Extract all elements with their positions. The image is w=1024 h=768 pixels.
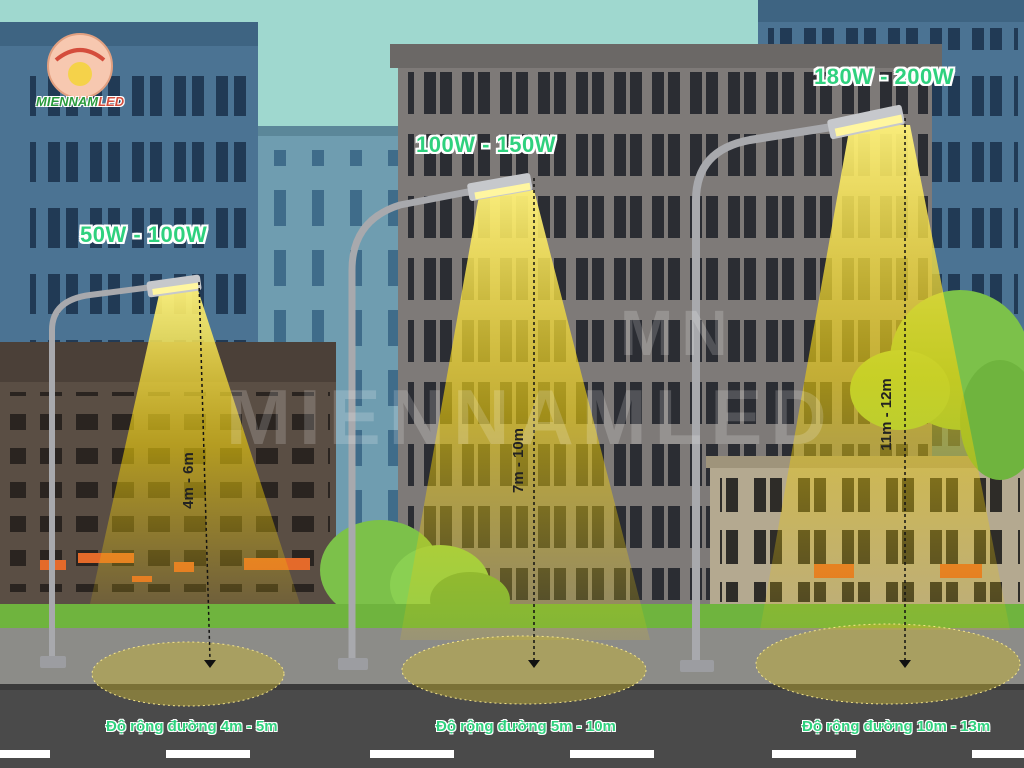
wattage-label-2: 100W - 150W [416,132,556,157]
street-lamp-3 [680,104,905,672]
logo-text-part1: MIENNAM [36,94,99,109]
watermark-monogram: MN [620,297,736,369]
arrowheads [204,660,911,668]
light-pool-2 [401,635,647,705]
light-pool-3 [755,623,1021,705]
curb [0,684,1024,690]
light-beam-1 [90,290,300,604]
height-label-3: 11m - 12m [877,378,895,451]
logo-emblem [47,33,113,99]
wattage-label-3: 180W - 200W [814,64,954,89]
height-label-2: 7m - 10m [510,427,528,494]
light-beam-3 [760,125,1010,630]
road-width-label-3: Độ rộng đường 10m - 13m [802,718,991,735]
wattage-label-1: 50W - 100W [80,222,208,247]
street-lamp-1 [40,274,202,668]
logo-text: MIENNAMLED [36,94,124,109]
height-arrows [198,118,906,661]
watermark-brand: MIENNAMLED [226,373,835,461]
road-width-label-2: Độ rộng đường 5m - 10m [436,718,616,735]
light-beam-2 [400,190,650,640]
street-lamp-2 [338,173,533,670]
road-width-label-1: Độ rộng đường 4m - 5m [106,718,278,735]
lane-markings [0,750,1024,758]
light-pool-1 [91,641,285,707]
logo-text-part2: LED [98,94,125,109]
height-label-1: 4m - 6m [179,452,197,509]
building-left-blue [0,22,258,352]
